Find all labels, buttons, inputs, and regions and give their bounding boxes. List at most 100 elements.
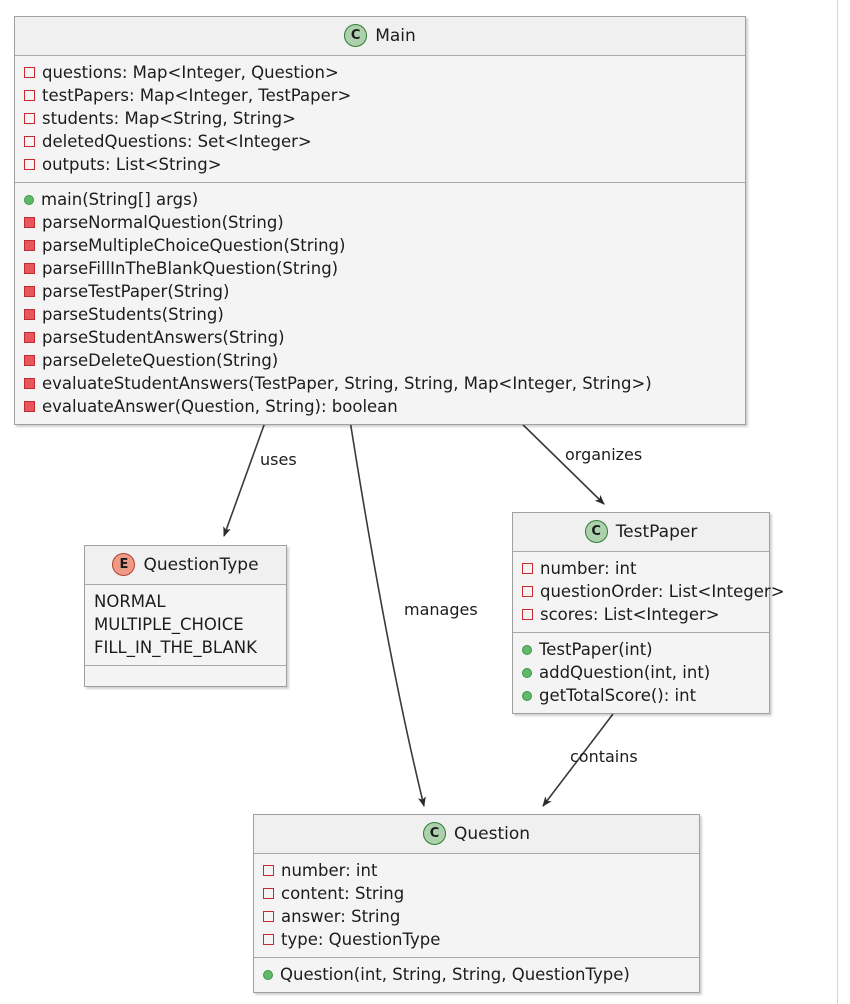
- method-label: TestPaper(int): [539, 640, 653, 659]
- private-marker-icon: [522, 563, 533, 574]
- method-label: parseStudents(String): [42, 305, 224, 324]
- edge-label-uses: uses: [260, 450, 297, 469]
- private-marker-icon: [24, 240, 35, 251]
- private-marker-icon: [263, 888, 274, 899]
- method-label: parseDeleteQuestion(String): [42, 351, 279, 370]
- edge-label-organizes: organizes: [565, 445, 643, 464]
- attribute-row: questions: Map<Integer, Question>: [15, 61, 745, 84]
- public-marker-icon: [263, 969, 273, 980]
- methods-section-main: main(String[] args) parseNormalQuestion(…: [15, 183, 745, 424]
- public-marker-icon: [24, 194, 34, 205]
- method-row: parseDeleteQuestion(String): [15, 349, 745, 372]
- attributes-section-main: questions: Map<Integer, Question> testPa…: [15, 56, 745, 183]
- class-stereotype-icon: C: [422, 822, 446, 845]
- method-row: addQuestion(int, int): [513, 661, 769, 684]
- class-box-question[interactable]: C Question number: int content: String a…: [253, 814, 700, 993]
- private-marker-icon: [522, 586, 533, 597]
- attribute-label: scores: List<Integer>: [540, 605, 720, 624]
- attribute-row: content: String: [254, 882, 699, 905]
- attribute-label: answer: String: [281, 907, 401, 926]
- method-label: evaluateStudentAnswers(TestPaper, String…: [42, 374, 652, 393]
- attribute-label: students: Map<String, String>: [42, 109, 296, 128]
- private-marker-icon: [24, 378, 35, 389]
- method-row: parseStudentAnswers(String): [15, 326, 745, 349]
- edge-uses: [223, 413, 269, 537]
- method-label: parseNormalQuestion(String): [42, 213, 284, 232]
- attribute-label: testPapers: Map<Integer, TestPaper>: [42, 86, 352, 105]
- private-marker-icon: [24, 332, 35, 343]
- class-stereotype-icon: C: [344, 24, 368, 47]
- attribute-row: answer: String: [254, 905, 699, 928]
- class-title-testpaper: TestPaper: [615, 521, 698, 542]
- attribute-row: testPapers: Map<Integer, TestPaper>: [15, 84, 745, 107]
- method-row: evaluateAnswer(Question, String): boolea…: [15, 395, 745, 418]
- class-header-question: C Question: [254, 815, 699, 854]
- methods-section-testpaper: TestPaper(int) addQuestion(int, int) get…: [513, 633, 769, 713]
- attributes-section-testpaper: number: int questionOrder: List<Integer>…: [513, 552, 785, 633]
- private-marker-icon: [263, 865, 274, 876]
- enum-header-questiontype: E QuestionType: [85, 546, 286, 585]
- attribute-row: outputs: List<String>: [15, 153, 745, 176]
- class-box-testpaper[interactable]: C TestPaper number: int questionOrder: L…: [512, 512, 785, 714]
- private-marker-icon: [24, 113, 35, 124]
- attribute-row: students: Map<String, String>: [15, 107, 745, 130]
- method-label: addQuestion(int, int): [539, 663, 711, 682]
- private-marker-icon: [24, 67, 35, 78]
- private-marker-icon: [24, 286, 35, 297]
- method-row: main(String[] args): [15, 188, 745, 211]
- enum-stereotype-icon: E: [112, 553, 136, 576]
- class-header-main: C Main: [15, 17, 745, 56]
- private-marker-icon: [24, 217, 35, 228]
- private-marker-icon: [24, 136, 35, 147]
- method-row: parseMultipleChoiceQuestion(String): [15, 234, 745, 257]
- attribute-label: questionOrder: List<Integer>: [540, 582, 785, 601]
- private-marker-icon: [24, 159, 35, 170]
- attribute-label: number: int: [540, 559, 637, 578]
- class-box-main[interactable]: C Main questions: Map<Integer, Question>…: [14, 16, 746, 425]
- private-marker-icon: [522, 609, 533, 620]
- public-marker-icon: [522, 667, 532, 678]
- method-label: main(String[] args): [41, 190, 199, 209]
- attributes-section-question: number: int content: String answer: Stri…: [254, 854, 699, 958]
- method-row: evaluateStudentAnswers(TestPaper, String…: [15, 372, 745, 395]
- method-row: TestPaper(int): [513, 638, 769, 661]
- attribute-row: type: QuestionType: [254, 928, 699, 951]
- enum-box-questiontype[interactable]: E QuestionType NORMAL MULTIPLE_CHOICE FI…: [84, 545, 287, 687]
- edge-label-manages: manages: [404, 600, 478, 619]
- class-stereotype-icon: C: [584, 520, 608, 543]
- method-label: parseMultipleChoiceQuestion(String): [42, 236, 346, 255]
- public-marker-icon: [522, 690, 532, 701]
- attribute-label: deletedQuestions: Set<Integer>: [42, 132, 312, 151]
- methods-section-questiontype: [85, 666, 286, 686]
- method-row: getTotalScore(): int: [513, 684, 769, 707]
- literals-section-questiontype: NORMAL MULTIPLE_CHOICE FILL_IN_THE_BLANK: [85, 585, 286, 666]
- private-marker-icon: [24, 90, 35, 101]
- private-marker-icon: [24, 263, 35, 274]
- enum-literal: MULTIPLE_CHOICE: [94, 615, 244, 634]
- method-label: Question(int, String, String, QuestionTy…: [280, 965, 630, 984]
- attribute-row: number: int: [513, 557, 769, 580]
- edge-label-contains: contains: [570, 747, 638, 766]
- method-row: parseFillInTheBlankQuestion(String): [15, 257, 745, 280]
- attribute-row: number: int: [254, 859, 699, 882]
- attribute-label: type: QuestionType: [281, 930, 441, 949]
- method-row: parseNormalQuestion(String): [15, 211, 745, 234]
- method-row: Question(int, String, String, QuestionTy…: [254, 963, 699, 986]
- private-marker-icon: [263, 911, 274, 922]
- attribute-label: number: int: [281, 861, 378, 880]
- private-marker-icon: [263, 934, 274, 945]
- class-title-question: Question: [453, 823, 531, 844]
- attribute-label: content: String: [281, 884, 405, 903]
- method-row: parseStudents(String): [15, 303, 745, 326]
- method-label: parseStudentAnswers(String): [42, 328, 285, 347]
- methods-section-question: Question(int, String, String, QuestionTy…: [254, 958, 699, 992]
- public-marker-icon: [522, 644, 532, 655]
- attribute-row: scores: List<Integer>: [513, 603, 769, 626]
- method-label: evaluateAnswer(Question, String): boolea…: [42, 397, 398, 416]
- attribute-row: questionOrder: List<Integer>: [513, 580, 785, 603]
- attribute-row: deletedQuestions: Set<Integer>: [15, 130, 745, 153]
- method-row: parseTestPaper(String): [15, 280, 745, 303]
- method-label: parseFillInTheBlankQuestion(String): [42, 259, 339, 278]
- attribute-label: outputs: List<String>: [42, 155, 222, 174]
- method-label: parseTestPaper(String): [42, 282, 230, 301]
